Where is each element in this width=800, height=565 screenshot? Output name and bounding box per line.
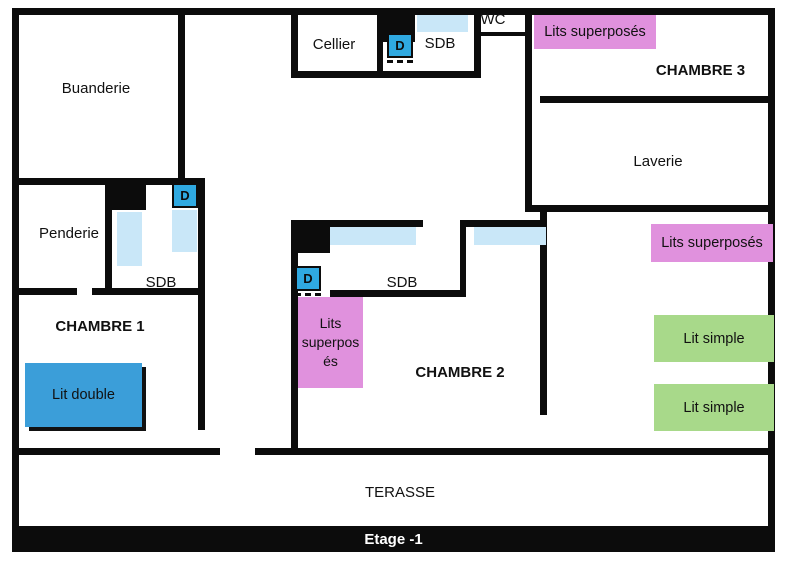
wall-chambre2-right <box>540 212 547 415</box>
room-label-penderie: Penderie <box>38 225 100 242</box>
bed-lit-double: Lit double <box>25 363 142 427</box>
wall-cellier-divider <box>377 8 383 71</box>
wall-terrace-top-left <box>12 448 220 455</box>
room-label-sdb-chambre2: SDB <box>386 274 418 291</box>
window-marker-sdb1-right <box>172 210 197 252</box>
window-marker-chambre2-left <box>330 227 416 245</box>
room-label-sdb-chambre1: SDB <box>145 274 177 291</box>
wall-laverie-bottom <box>525 205 775 212</box>
wall-outer-top <box>12 8 775 15</box>
window-marker-cellier-sdb <box>417 15 468 32</box>
wall-sdb2-right <box>460 220 466 297</box>
room-label-terasse: TERASSE <box>364 484 436 501</box>
bed-lits-superposes-chambre3: Lits superposés <box>534 15 656 49</box>
bed-lit-simple-bas: Lit simple <box>654 384 774 431</box>
room-label-laverie: Laverie <box>633 153 683 170</box>
room-label-wc: WC <box>480 11 506 28</box>
door-swing-dash-sdb2 <box>295 293 321 296</box>
room-label-buanderie: Buanderie <box>61 80 131 97</box>
door-swing-dash-cellier <box>387 60 413 63</box>
wall-cellier-bottom <box>291 71 481 78</box>
wall-chambre2-top-left <box>291 220 423 227</box>
wall-outer-right <box>768 8 775 552</box>
wall-hallway-right <box>525 8 532 212</box>
wall-chambre2-left <box>291 220 298 448</box>
black-fixture-sdb1 <box>112 185 146 210</box>
wall-chambre2-top-right <box>466 220 547 227</box>
wall-terrace-top-right <box>255 448 775 455</box>
wall-sdb1-bottom-right <box>92 288 205 295</box>
room-label-sdb-cellier: SDB <box>424 35 456 52</box>
floor-title: Etage -1 <box>364 530 423 548</box>
wall-outer-left <box>12 8 19 552</box>
bed-lits-superposes-chambre2: Lits superposés <box>298 297 363 388</box>
wall-penderie-right <box>105 178 112 295</box>
room-label-chambre1: CHAMBRE 1 <box>55 318 145 335</box>
wall-sdb1-bottom-left <box>12 288 77 295</box>
room-label-chambre3: CHAMBRE 3 <box>655 62 746 79</box>
wall-cellier-right <box>474 8 481 71</box>
bed-lit-simple-haut: Lit simple <box>654 315 774 362</box>
floor-title-bar: Etage -1 <box>12 526 775 552</box>
window-marker-sdb1-left <box>117 212 142 266</box>
window-marker-chambre2-right <box>474 227 546 245</box>
wall-wc-bottom <box>481 32 525 36</box>
wall-buanderie-right <box>178 8 185 185</box>
door-marker-d-cellier-sdb: D <box>387 33 413 58</box>
wall-cellier-left <box>291 8 298 78</box>
bed-lits-superposes-droite: Lits superposés <box>651 224 773 262</box>
door-marker-d-sdb2: D <box>295 266 321 291</box>
wall-chambre3-bottom <box>540 96 775 103</box>
door-marker-d-sdb1: D <box>172 183 198 208</box>
wall-sdb2-bottom <box>330 290 466 297</box>
room-label-cellier: Cellier <box>312 36 356 53</box>
room-label-chambre2: CHAMBRE 2 <box>415 364 505 381</box>
wall-chambre1-right <box>198 185 205 430</box>
black-fixture-sdb2 <box>298 227 330 253</box>
